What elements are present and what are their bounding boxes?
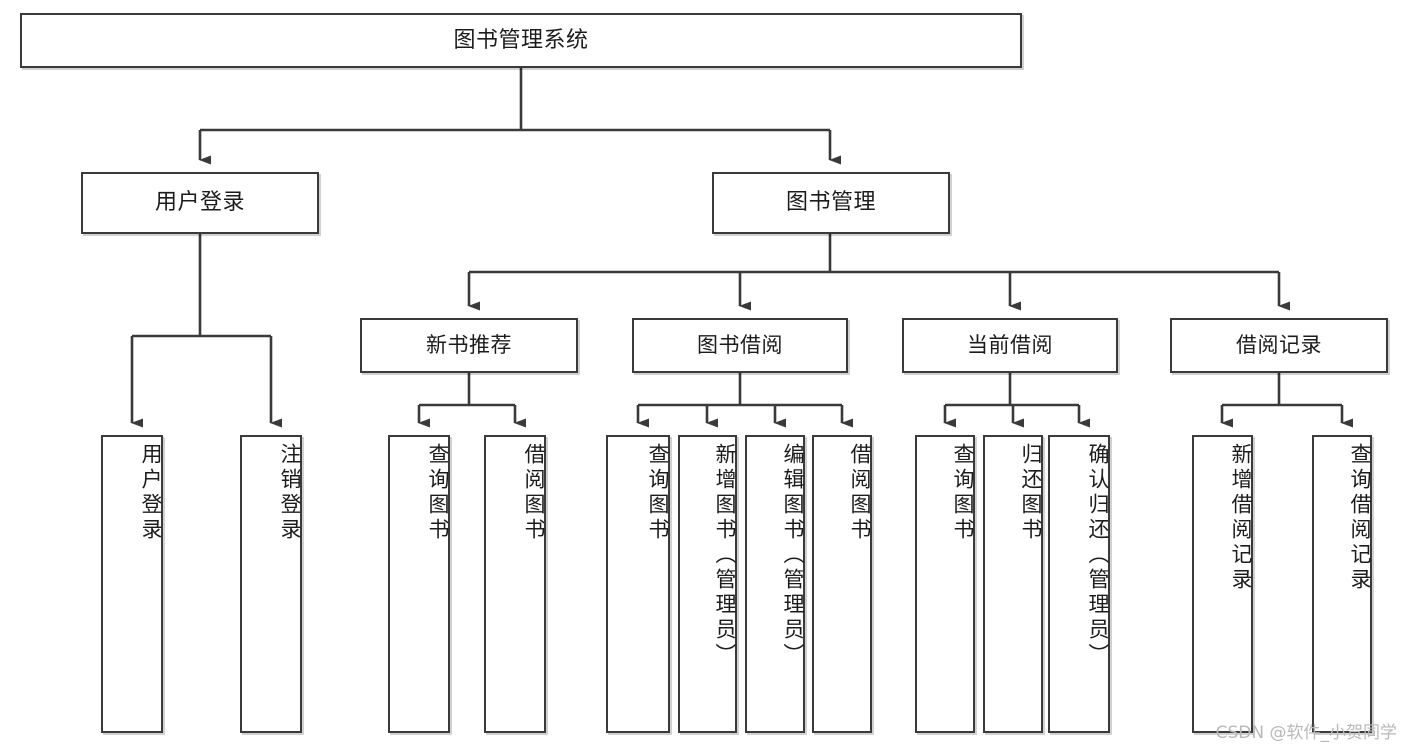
node-leaf-query-book-2[interactable]: 查询图书	[606, 435, 670, 733]
node-leaf-confirm-return-label: 确认归还（管理员）	[1086, 443, 1110, 668]
node-leaf-query-book-3[interactable]: 查询图书	[915, 435, 975, 733]
node-leaf-add-book[interactable]: 新增图书（管理员）	[678, 435, 737, 733]
node-leaf-add-record[interactable]: 新增借阅记录	[1192, 435, 1253, 733]
node-leaf-confirm-return[interactable]: 确认归还（管理员）	[1048, 435, 1110, 733]
node-borrow-record-label: 借阅记录	[1236, 333, 1322, 358]
node-book-manage-label: 图书管理	[785, 190, 876, 216]
node-leaf-user-logout[interactable]: 注销登录	[240, 435, 302, 733]
node-leaf-return-book[interactable]: 归还图书	[983, 435, 1043, 733]
node-book-manage[interactable]: 图书管理	[712, 172, 950, 234]
node-leaf-query-book-3-label: 查询图书	[951, 443, 975, 543]
node-borrow-record[interactable]: 借阅记录	[1170, 318, 1388, 373]
node-leaf-query-record[interactable]: 查询借阅记录	[1312, 435, 1372, 733]
node-leaf-query-book-2-label: 查询图书	[646, 443, 670, 543]
node-new-book-rec-label: 新书推荐	[426, 333, 512, 358]
node-root[interactable]: 图书管理系统	[20, 13, 1022, 68]
node-book-borrow-label: 图书借阅	[697, 333, 783, 358]
node-leaf-borrow-book-1[interactable]: 借阅图书	[484, 435, 546, 733]
node-leaf-edit-book-label: 编辑图书（管理员）	[781, 443, 805, 668]
node-leaf-return-book-label: 归还图书	[1019, 443, 1043, 543]
node-leaf-borrow-book-2-label: 借阅图书	[848, 443, 872, 543]
node-root-label: 图书管理系统	[453, 27, 589, 53]
node-leaf-user-logout-label: 注销登录	[278, 443, 302, 543]
node-current-borrow-label: 当前借阅	[967, 333, 1053, 358]
node-leaf-query-book-1-label: 查询图书	[426, 443, 450, 543]
node-current-borrow[interactable]: 当前借阅	[902, 318, 1118, 373]
node-user-login-label: 用户登录	[154, 190, 245, 216]
node-leaf-query-record-label: 查询借阅记录	[1348, 443, 1372, 593]
node-new-book-rec[interactable]: 新书推荐	[360, 318, 578, 373]
node-leaf-edit-book[interactable]: 编辑图书（管理员）	[745, 435, 805, 733]
node-book-borrow[interactable]: 图书借阅	[632, 318, 848, 373]
node-leaf-user-login-label: 用户登录	[139, 443, 163, 543]
node-leaf-borrow-book-2[interactable]: 借阅图书	[812, 435, 872, 733]
node-leaf-add-book-label: 新增图书（管理员）	[713, 443, 737, 668]
node-leaf-user-login[interactable]: 用户登录	[101, 435, 163, 733]
watermark-text: CSDN @软件_小贺同学	[1215, 723, 1397, 743]
node-leaf-add-record-label: 新增借阅记录	[1229, 443, 1253, 593]
node-user-login[interactable]: 用户登录	[81, 172, 319, 234]
node-leaf-borrow-book-1-label: 借阅图书	[522, 443, 546, 543]
node-leaf-query-book-1[interactable]: 查询图书	[388, 435, 450, 733]
